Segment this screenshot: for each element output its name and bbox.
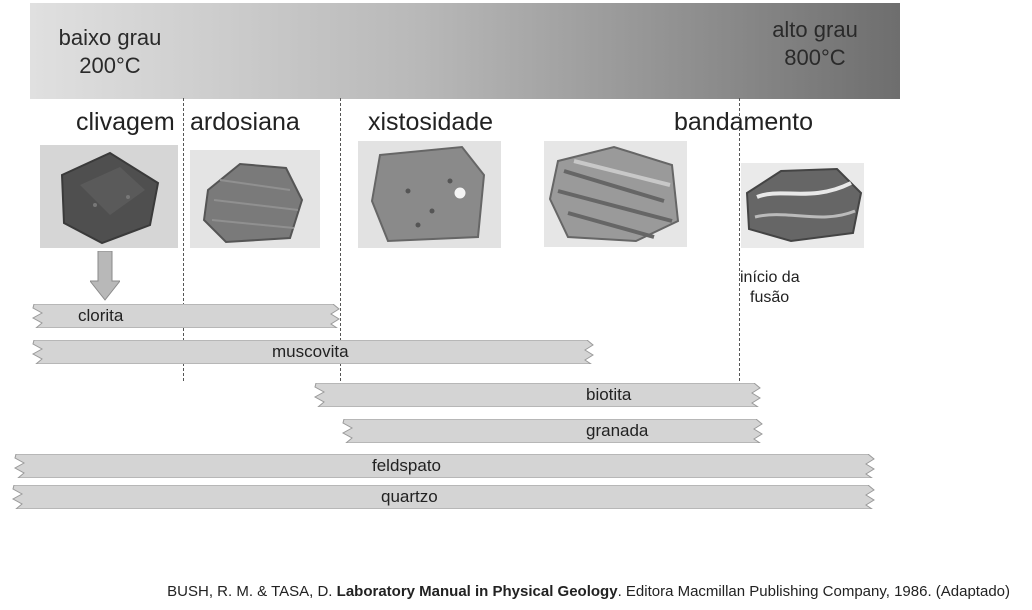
caption-authors: BUSH, R. M. & TASA, D. (167, 583, 337, 600)
mineral-label-muscovita: muscovita (272, 342, 349, 361)
high-grade-text: alto grau (772, 17, 858, 42)
divider-line-2 (340, 98, 341, 381)
caption-publisher: . Editora Macmillan Publishing Company, … (617, 583, 1010, 600)
low-grade-temperature: 200°C (79, 53, 141, 78)
mineral-band-quartzo: quartzo (10, 485, 878, 509)
high-grade-temperature: 800°C (784, 45, 846, 70)
mineral-band-muscovita: muscovita (30, 340, 597, 364)
mineral-band-biotita: biotita (312, 383, 764, 407)
rock-photo-migmatito (741, 163, 864, 248)
mineral-band-clorita: clorita (30, 304, 343, 328)
rock-photo-gnaisse (544, 141, 687, 247)
divider-line-3 (739, 98, 740, 381)
mineral-label-feldspato: feldspato (372, 456, 441, 475)
mineral-label-biotita: biotita (586, 385, 632, 404)
title-xistosidade: xistosidade (368, 108, 494, 136)
rock-photo-filito (190, 150, 320, 248)
title-ardosiana: ardosiana (190, 108, 300, 136)
band-shape (11, 485, 875, 509)
title-clivagem: clivagem (76, 108, 175, 136)
band-shape (13, 454, 875, 478)
low-grade-label: baixo grau 200°C (45, 24, 175, 80)
source-caption: BUSH, R. M. & TASA, D. Laboratory Manual… (167, 583, 1010, 600)
band-shape (313, 383, 761, 407)
mineral-band-feldspato: feldspato (12, 454, 878, 478)
rock-photo-ardosia (40, 145, 178, 248)
fusion-start-note: início da fusão (740, 268, 800, 308)
band-shape (31, 304, 340, 328)
fusion-note-line1: início da (740, 269, 800, 286)
mineral-label-clorita: clorita (78, 306, 124, 325)
mineral-band-granada: granada (340, 419, 766, 443)
metamorphic-grade-gradient-bar (30, 3, 900, 99)
mineral-label-quartzo: quartzo (381, 487, 438, 506)
divider-line-1 (183, 98, 184, 381)
low-grade-text: baixo grau (58, 25, 162, 50)
title-bandamento: bandamento (674, 108, 814, 136)
fusion-note-line2: fusão (750, 289, 790, 306)
caption-title: Laboratory Manual in Physical Geology (336, 583, 618, 600)
band-shape (341, 419, 763, 443)
rock-photo-xisto (358, 141, 501, 248)
band-shape (31, 340, 594, 364)
high-grade-label: alto grau 800°C (750, 16, 880, 72)
mineral-label-granada: granada (586, 421, 649, 440)
down-arrow-icon (88, 250, 122, 306)
